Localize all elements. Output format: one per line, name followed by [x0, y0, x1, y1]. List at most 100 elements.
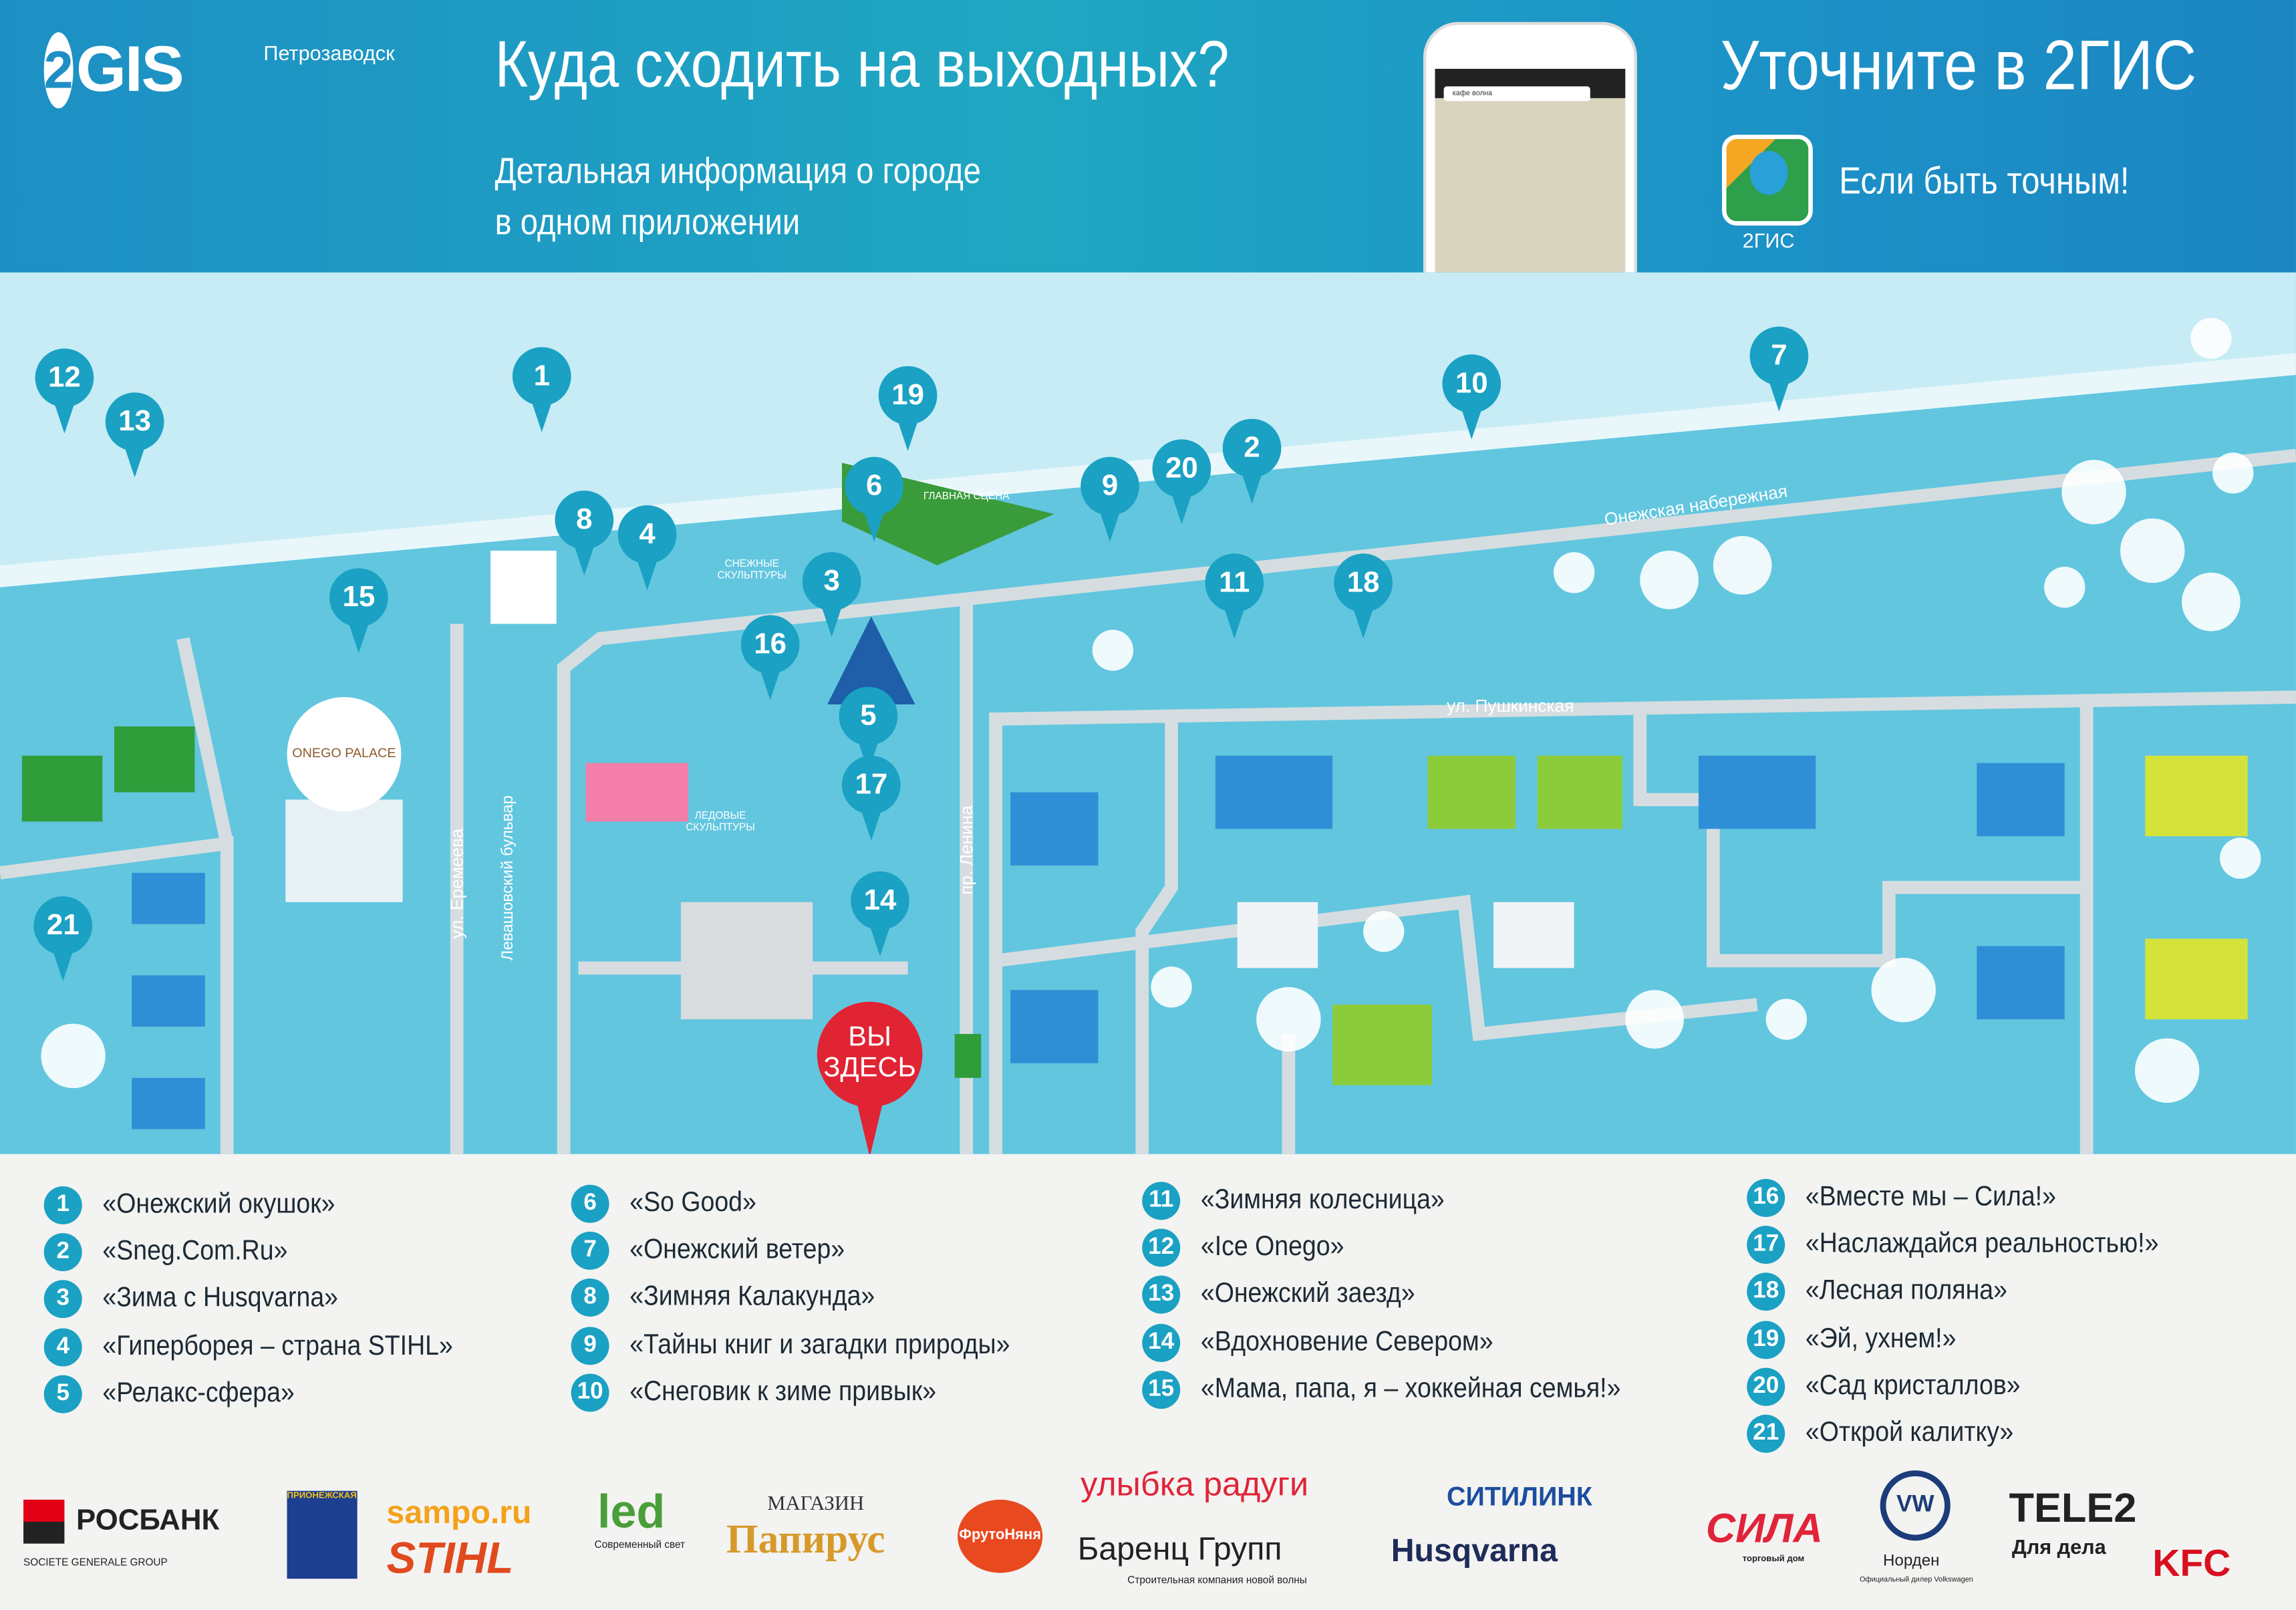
legend-item: 4«Гиперборея – страна STIHL»: [43, 1327, 492, 1366]
legend-label: «Снеговик к зиме привык»: [629, 1376, 937, 1407]
prionezh-logo: ПРИОНЕЖСКАЯ: [287, 1490, 357, 1579]
legend-item: 5 «Релакс-сфера»: [43, 1375, 316, 1414]
papirus-logo: Папирус: [726, 1517, 885, 1563]
map-pin[interactable]: 5: [839, 686, 898, 775]
legend-number: 11: [1142, 1182, 1181, 1220]
barents-logo: Баренц Групп: [1077, 1530, 1282, 1567]
header: 2GIS Петрозаводск Куда сходить на выходн…: [0, 0, 2296, 279]
legend-number: 6: [571, 1184, 609, 1223]
legend-label: «Онежский ветер»: [629, 1234, 845, 1266]
legend-number: 2: [43, 1233, 82, 1272]
map-pin[interactable]: 18: [1334, 553, 1393, 641]
led-logo: led: [597, 1484, 666, 1538]
volkswagen-logo: VW: [1880, 1470, 1951, 1541]
legend-item: 16 «Вместе мы – Сила!»: [1747, 1178, 2084, 1217]
legend-label: «Мама, папа, я – хоккейная семья!»: [1200, 1373, 1621, 1405]
legend-number: 13: [1142, 1276, 1181, 1315]
legend-label: «Зимняя колесница»: [1200, 1184, 1445, 1216]
legend-number: 12: [1142, 1228, 1181, 1267]
legend-item: 11 «Зимняя колесница»: [1142, 1182, 1471, 1220]
legend-item: 12 «Ice Onego»: [1142, 1228, 1360, 1267]
map-pin[interactable]: 4: [617, 505, 677, 593]
legend-number: 7: [571, 1232, 609, 1270]
legend-label: «Зимняя Калакунда»: [629, 1282, 875, 1313]
page-title: Куда сходить на выходных?: [494, 26, 1230, 102]
legend-label: «Тайны книг и загадки природы»: [629, 1329, 1010, 1360]
map-pin[interactable]: 15: [329, 568, 388, 656]
legend-label: «Открой калитку»: [1805, 1418, 2014, 1449]
map-pin[interactable]: 2: [1222, 418, 1282, 507]
legend-number: 18: [1747, 1273, 1785, 1312]
map-pin[interactable]: 21: [33, 896, 93, 984]
rosbank-subtitle: SOCIETE GENERALE GROUP: [23, 1558, 168, 1569]
map-pin[interactable]: 6: [845, 456, 904, 545]
legend-item: 7 «Онежский ветер»: [571, 1232, 869, 1270]
legend-item: 17«Наслаждайся реальностью!»: [1747, 1226, 2198, 1264]
map-pin[interactable]: 13: [105, 392, 164, 480]
legend-label: «Гиперборея – страна STIHL»: [102, 1331, 453, 1362]
led-subtitle: Современный свет: [594, 1540, 686, 1551]
norden-label: Норден: [1883, 1552, 1940, 1571]
rosbank-logo: РОСБАНК: [23, 1499, 219, 1544]
app-label: 2ГИС: [1742, 228, 1795, 252]
citilink-logo: СИТИЛИНК: [1447, 1482, 1592, 1512]
map-pin[interactable]: 14: [851, 871, 909, 959]
kfc-logo: KFC: [2152, 1540, 2231, 1585]
legend-number: 16: [1747, 1178, 1785, 1217]
map-pin[interactable]: 8: [555, 491, 614, 578]
legend-label: «Онежский окушок»: [102, 1189, 335, 1220]
map-pin[interactable]: 9: [1081, 456, 1139, 545]
legend-number: 5: [43, 1375, 82, 1414]
legend-item: 2 «Sneg.Com.Ru»: [43, 1233, 308, 1272]
ulybka-raduga-logo: улыбка радуги: [1081, 1464, 1309, 1503]
sila-subtitle: торговый дом: [1742, 1555, 1805, 1565]
legend-label: «Sneg.Com.Ru»: [102, 1236, 288, 1267]
map-pin[interactable]: 17: [841, 755, 901, 843]
street-lenina: пр. Ленина: [956, 805, 977, 895]
legend: 1«Онежский окушок»2«Sneg.Com.Ru»3«Зима с…: [0, 1178, 2296, 1457]
slogan: Если быть точным!: [1839, 158, 2130, 203]
you-are-here-text: ЗДЕСЬ: [823, 1053, 916, 1084]
phone-screen: кафе волна: [1435, 68, 1626, 275]
map-pin[interactable]: 7: [1749, 326, 1809, 414]
map-pin[interactable]: 16: [740, 615, 800, 702]
map-pin[interactable]: 12: [35, 348, 94, 436]
lake: [0, 272, 2296, 565]
sampo-logo: sampo.ru: [386, 1494, 532, 1530]
subtitle-line: в одном приложении: [494, 202, 801, 243]
tele2-logo: TELE2: [2009, 1484, 2137, 1530]
legend-item: 6 «So Good»: [571, 1184, 770, 1223]
legend-item: 3«Зима с Husqvarna»: [43, 1281, 364, 1319]
legend-label: «Онежский заезд»: [1200, 1279, 1415, 1310]
map-pin[interactable]: 20: [1152, 439, 1211, 527]
norden-subtitle: Официальный дилер Volkswagen: [1859, 1575, 1973, 1585]
snow-sculptures-label: СНЕЖНЫЕ СКУЛЬПТУРЫ: [717, 559, 786, 581]
legend-number: 10: [571, 1373, 609, 1412]
main-stage-label: ГЛАВНАЯ СЦЕНА: [923, 492, 1010, 503]
legend-number: 8: [571, 1279, 609, 1317]
buildings: [21, 462, 2248, 1129]
cta-title: Уточните в 2ГИС: [1720, 27, 2197, 106]
sila-logo: СИЛА: [1705, 1505, 1823, 1551]
you-are-here-text: ВЫ: [848, 1022, 891, 1053]
legend-item: 20«Сад кристаллов»: [1747, 1367, 2044, 1406]
map-pin[interactable]: 11: [1205, 553, 1264, 641]
map-pin[interactable]: 19: [878, 366, 938, 454]
legend-label: «Релакс-сфера»: [102, 1377, 295, 1409]
legend-item: 21«Открой калитку»: [1747, 1414, 2037, 1453]
sponsor-logos: РОСБАНК SOCIETE GENERALE GROUP ПРИОНЕЖСК…: [0, 1464, 2296, 1609]
map-pin[interactable]: 1: [512, 347, 571, 434]
map-pin[interactable]: 10: [1442, 354, 1501, 442]
legend-item: 18«Лесная поляна»: [1747, 1273, 2029, 1312]
legend-number: 19: [1747, 1320, 1785, 1359]
2gis-app-icon: [1721, 134, 1813, 226]
street-pushkinskaya: ул. Пушкинская: [1447, 695, 1574, 716]
legend-label: «Ice Onego»: [1200, 1232, 1344, 1263]
stihl-logo: STIHL: [386, 1534, 514, 1583]
city-name: Петрозаводск: [263, 41, 395, 65]
map-pin[interactable]: 3: [802, 552, 861, 640]
legend-label: «Сад кристаллов»: [1805, 1370, 2021, 1401]
legend-label: «Вместе мы – Сила!»: [1805, 1182, 2056, 1213]
legend-label: «So Good»: [629, 1188, 756, 1219]
